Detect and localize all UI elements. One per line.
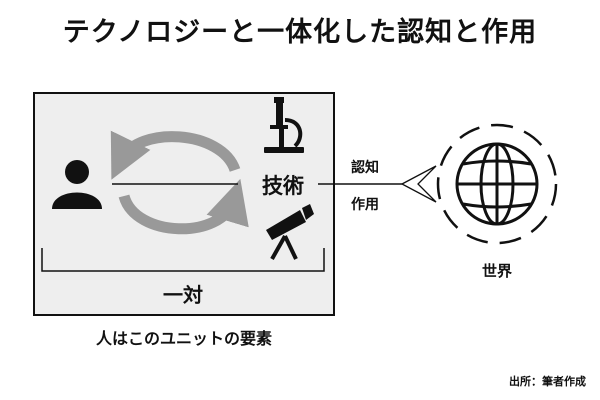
unity-label: 一対	[163, 283, 203, 307]
cycle-arrows-icon	[110, 130, 249, 235]
technology-label: 技術	[262, 174, 304, 198]
perception-cone	[400, 165, 437, 203]
microscope-icon	[264, 97, 304, 153]
globe-icon	[436, 123, 558, 245]
unity-bracket	[41, 248, 325, 272]
unit-caption: 人はこのユニットの要素	[96, 329, 272, 348]
cognition-label: 認知	[351, 159, 379, 176]
world-label: 世界	[482, 262, 512, 280]
source-note: 出所：筆者作成	[509, 375, 586, 388]
person-icon	[52, 160, 102, 209]
action-label: 作用	[351, 196, 379, 213]
telescope-icon	[266, 204, 314, 260]
page-title: テクノロジーと一体化した認知と作用	[62, 17, 538, 48]
